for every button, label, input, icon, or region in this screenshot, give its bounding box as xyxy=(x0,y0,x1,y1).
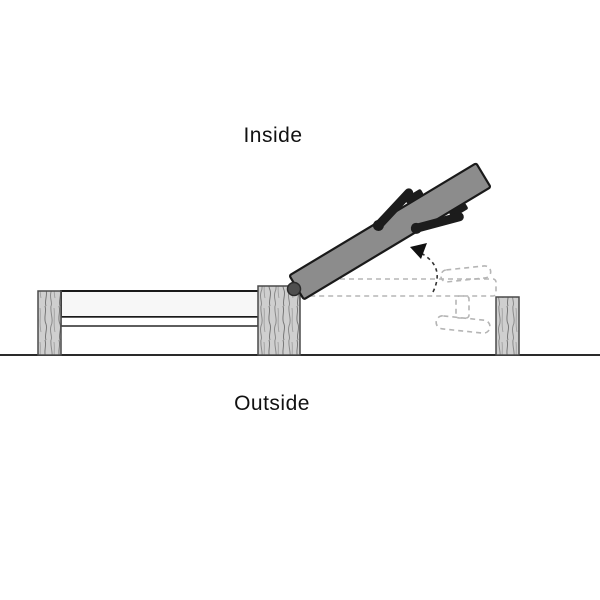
closed-handle-top-outline xyxy=(440,265,492,283)
frame-step xyxy=(60,316,259,327)
sash-handle-bottom xyxy=(410,203,468,234)
sash-handle-top xyxy=(372,188,424,231)
outside-label: Outside xyxy=(234,392,310,415)
hinge-post xyxy=(257,285,301,356)
window-frame-sill xyxy=(60,290,260,318)
left-frame-post xyxy=(37,290,62,356)
open-sash-group xyxy=(289,162,492,300)
pivot-point xyxy=(286,281,302,297)
motion-arrow xyxy=(418,251,438,293)
right-frame-post xyxy=(495,296,520,356)
closed-handle-bottom-outline xyxy=(435,315,491,334)
inside-label: Inside xyxy=(243,124,302,147)
closed-handle-base-outline xyxy=(455,295,470,319)
motion-arrowhead xyxy=(410,243,427,259)
